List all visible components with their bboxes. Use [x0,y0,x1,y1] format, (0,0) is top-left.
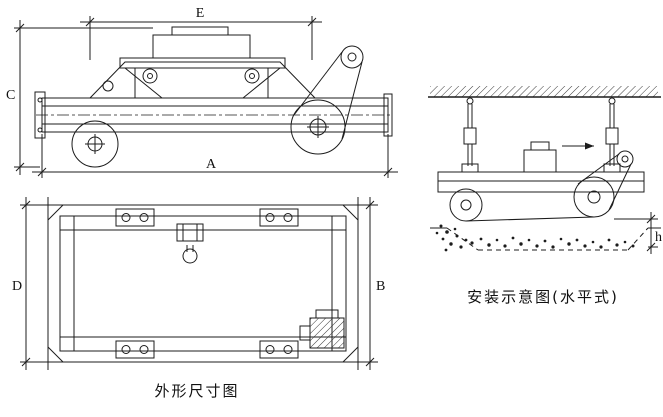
dimension-D [20,197,42,370]
left-pulley [71,120,119,168]
installation-linework [428,86,661,254]
drive-motor [299,309,345,349]
caption-installation-view: 安装示意图(水平式) [467,288,619,306]
belt-direction-arrow [585,142,594,150]
dimension-C [14,20,153,175]
superstructure [89,26,316,99]
discharge-belt-loop [293,45,364,140]
dim-label-C: C [6,88,15,103]
dim-label-A: A [206,157,217,172]
left-hanger [461,97,479,173]
bearing-blocks [115,208,299,359]
dim-label-B: B [376,279,385,294]
outer-frame [40,197,366,370]
plan-view-linework [20,197,378,370]
side-view-linework [14,16,398,178]
side-view: E C A [6,6,398,178]
installation-view: h 安装示意图(水平式) [428,86,662,306]
dim-label-D: D [12,279,22,294]
dim-label-E: E [196,6,205,21]
dimension-E [80,16,322,60]
ceiling [428,86,661,98]
dimension-A [32,134,398,178]
dimension-h [614,212,658,254]
main-beam [34,91,393,139]
material-trough [430,227,661,251]
material-particles [435,224,635,252]
dim-label-h: h [655,230,662,245]
dimension-B [362,197,378,370]
caption-outline-view: 外形尺寸图 [154,382,239,400]
junction-box [176,223,204,264]
suspended-machine [437,141,645,222]
plan-view: D B 外形尺寸图 [12,197,385,400]
